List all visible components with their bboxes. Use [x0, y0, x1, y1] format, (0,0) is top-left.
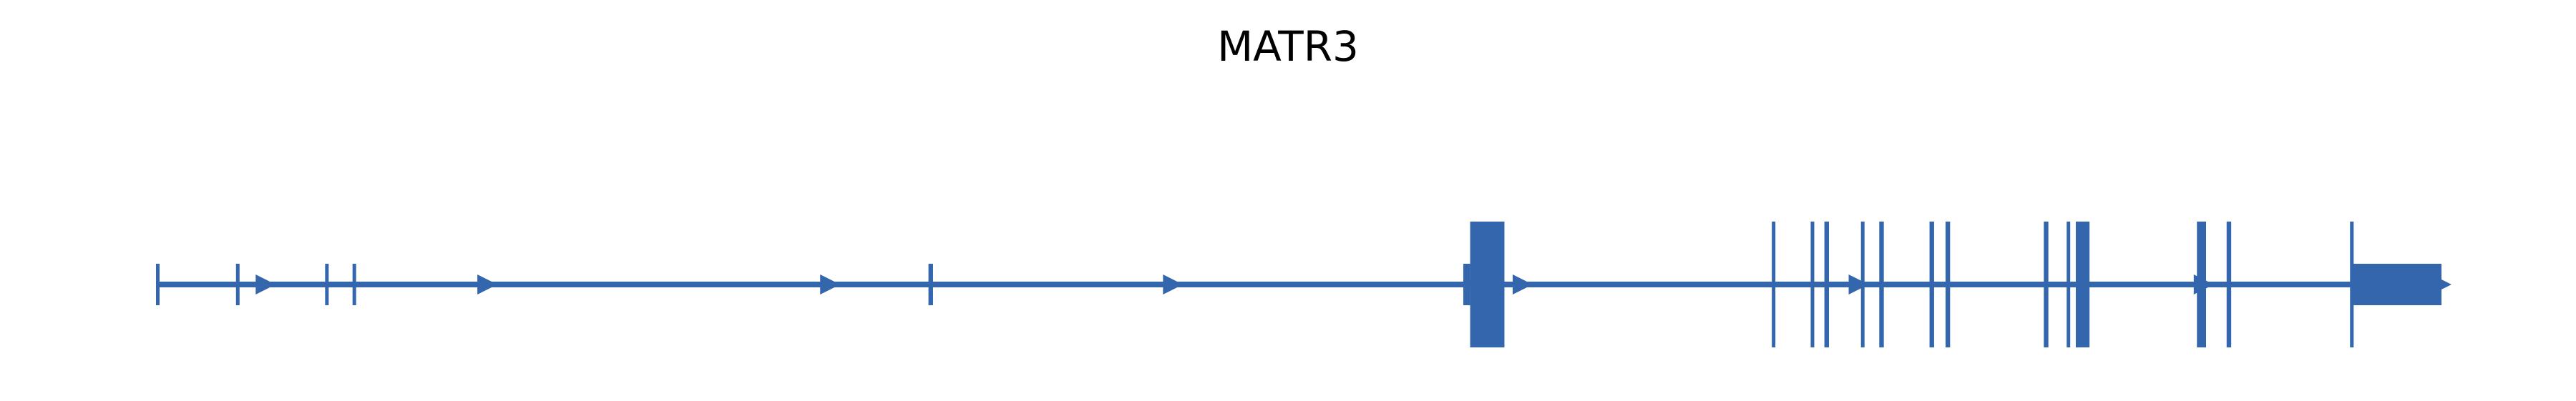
cds-exon-12 [1879, 222, 1884, 347]
cds-exon-9 [1810, 222, 1815, 347]
cds-exon-7 [1470, 222, 1505, 347]
strand-arrow-8 [2431, 274, 2451, 294]
cds-exon-14 [1945, 222, 1951, 347]
cds-exon-17 [2075, 222, 2090, 347]
utr-exon-3 [325, 264, 329, 305]
cds-exon-10 [1824, 222, 1830, 347]
gene-title: MATR3 [1217, 22, 1359, 71]
cds-exon-13 [1929, 222, 1934, 347]
cds-exon-8 [1772, 222, 1776, 347]
cds-exon-15 [2044, 222, 2049, 347]
utr-exon-6 [1463, 264, 1470, 305]
utr-exon-1 [156, 264, 160, 305]
strand-arrow-6 [1848, 274, 1869, 294]
utr-exon-5 [928, 264, 933, 305]
strand-arrow-3 [820, 274, 841, 294]
cds-exon-20 [2350, 222, 2354, 347]
strand-arrow-layer [255, 274, 2451, 294]
utr-exon-4 [352, 264, 356, 305]
strand-arrow-7 [2193, 274, 2214, 294]
strand-arrow-1 [255, 274, 276, 294]
utr-exon-2 [235, 264, 240, 305]
cds-exon-19 [2226, 222, 2232, 347]
strand-arrow-2 [477, 274, 498, 294]
utr-exon-21 [2352, 264, 2441, 305]
strand-arrow-5 [1513, 274, 1533, 294]
strand-arrow-4 [1163, 274, 1184, 294]
cds-exon-16 [2067, 222, 2071, 347]
